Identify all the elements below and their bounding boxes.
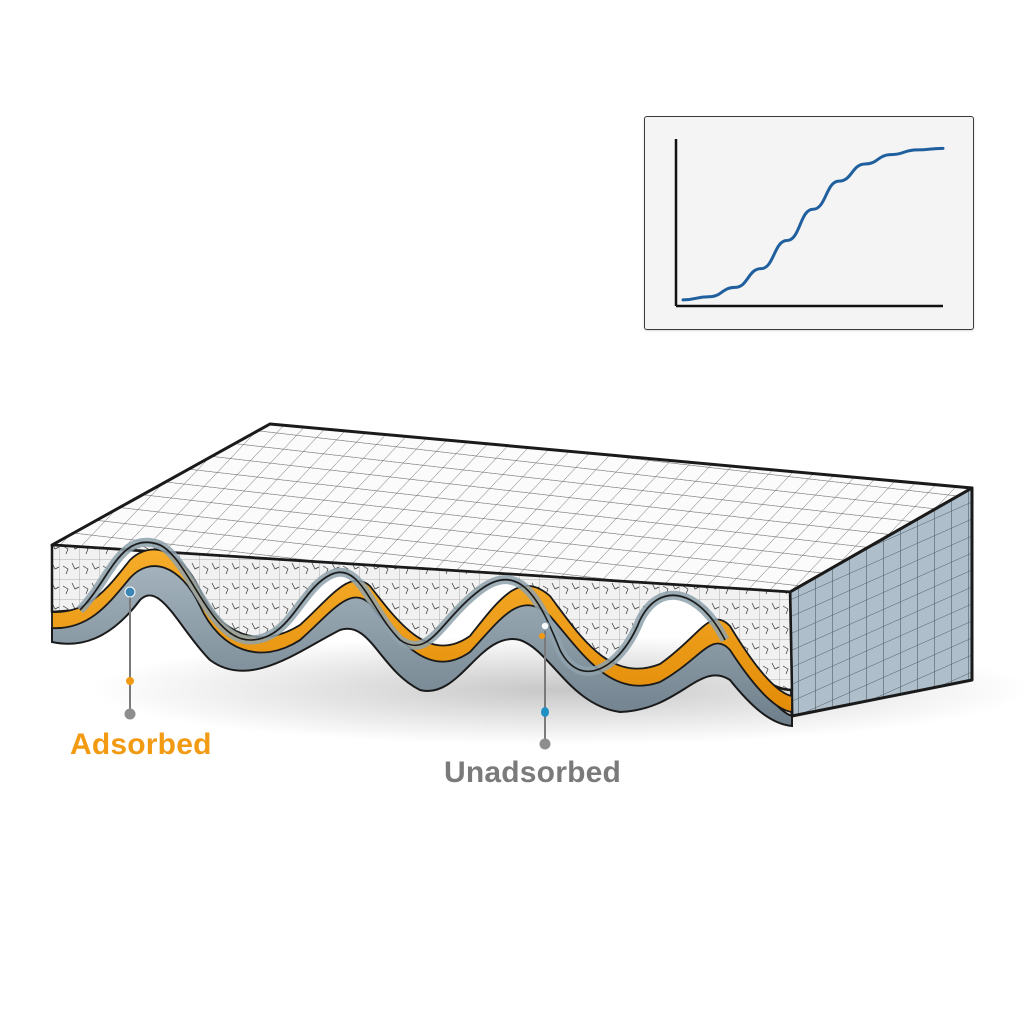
sigmoid-curve <box>681 146 945 302</box>
orange-tick-icon <box>539 633 545 639</box>
ring-marker-icon <box>540 621 550 631</box>
orange-dot-icon <box>126 677 134 685</box>
adsorbed-layer <box>51 548 793 714</box>
adsorbed-label: Adsorbed <box>70 728 212 761</box>
adsorbed-pointer <box>124 586 136 720</box>
unadsorbed-label: Unadsorbed <box>444 756 622 789</box>
inset-chart <box>644 116 974 330</box>
membrane-edge <box>79 541 726 672</box>
sigmoid-curve-chart <box>674 139 945 308</box>
gray-dot-icon <box>124 708 136 720</box>
blue-dot-icon <box>541 707 549 717</box>
gray-dot-icon <box>539 738 551 750</box>
unadsorbed-pointer <box>539 621 551 750</box>
pin-head-icon <box>124 586 136 598</box>
